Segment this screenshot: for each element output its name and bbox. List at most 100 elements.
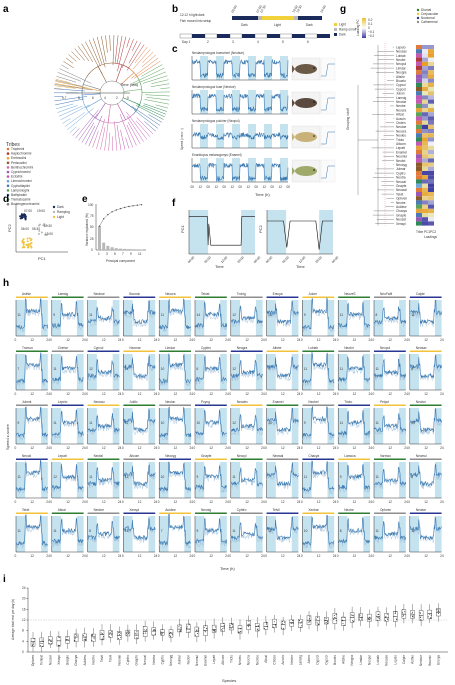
activity-label: Crepuscular <box>421 12 439 16</box>
data-point <box>161 629 163 630</box>
pc2-cell <box>428 145 434 150</box>
sample-size: 7 <box>161 529 163 533</box>
time-tick: 24 <box>154 554 158 558</box>
data-point <box>214 630 216 632</box>
time-tick: 24 <box>369 338 373 342</box>
tree-branch <box>63 61 74 69</box>
tree-branch <box>126 37 131 48</box>
tree-branch <box>136 117 154 135</box>
time-tick: 12 <box>245 338 249 342</box>
box <box>168 629 174 638</box>
svg-text:50: 50 <box>90 225 94 229</box>
scatter-point-ramp <box>43 224 46 227</box>
tree-branch <box>75 109 99 139</box>
pc1-cell <box>422 192 428 197</box>
data-point <box>258 625 259 627</box>
scatter-point-ramp <box>40 231 43 234</box>
sample-size: 12 <box>232 421 236 425</box>
heatmap-species-label: Neopul <box>396 62 406 66</box>
variance-bar <box>106 245 110 250</box>
tribe-swatch <box>6 179 10 183</box>
summary-box <box>320 91 336 115</box>
tribe-legend: Tribes TropheiniHaplochrominiEretmodiniP… <box>6 142 40 206</box>
species-label: Lobiab <box>376 655 380 665</box>
pc2-cell <box>428 166 434 171</box>
time-tick: 24 <box>333 338 337 342</box>
time-tick: 24 <box>190 446 194 450</box>
scatter-point-light <box>30 245 32 248</box>
time-tick: 12 <box>424 338 428 342</box>
mean-trace <box>123 464 156 487</box>
data-point <box>40 645 41 647</box>
svg-text:07:30: 07:30 <box>259 4 267 13</box>
mean-trace <box>194 355 228 382</box>
species-code: Ophven <box>380 508 391 512</box>
night-shade <box>291 516 299 552</box>
species-label: Neocal <box>143 655 147 665</box>
heatmap-species-label: Neotoe <box>396 100 407 104</box>
species-label: Erecya <box>436 655 440 665</box>
scatter-point-light <box>21 239 24 242</box>
time-tick: 0 <box>337 446 339 450</box>
tree-branch <box>143 103 168 112</box>
mean-trace <box>230 467 263 487</box>
data-point <box>74 638 76 640</box>
night-shade <box>302 408 312 444</box>
day-dark-block <box>217 34 230 38</box>
pc1-cell <box>422 154 428 159</box>
tree-branch <box>55 78 71 83</box>
time-scale: Time (Ma) 9.7 8 6 4 2 0 <box>62 82 139 100</box>
sample-size: 6 <box>197 367 199 371</box>
night-shade <box>87 516 97 552</box>
sample-size: 9 <box>197 475 199 479</box>
tribe-cell <box>416 82 422 87</box>
data-point <box>42 645 44 647</box>
pc2-cell <box>428 183 434 188</box>
species-code: Neocyl <box>237 454 247 458</box>
time-tick: 0 <box>122 392 124 396</box>
species-label: Neoleu <box>238 655 242 665</box>
night-shade <box>434 354 442 390</box>
activity-bar <box>159 458 191 460</box>
data-point <box>143 626 145 628</box>
heatmap-species-label: Neocyg <box>396 163 407 167</box>
activity-bar <box>123 458 156 460</box>
variance-bar <box>135 249 139 250</box>
tribe-cell <box>416 213 422 218</box>
data-point <box>83 635 84 637</box>
tribe-name: Eretmodini <box>11 156 27 160</box>
activity-swatch <box>416 12 420 16</box>
data-point <box>91 634 93 636</box>
night-shade <box>409 300 420 336</box>
species-label: Lamsig <box>298 655 302 666</box>
activity-bar <box>230 350 263 352</box>
activity-bar <box>338 458 370 460</box>
night-shade <box>409 516 420 552</box>
activity-bar <box>230 404 263 406</box>
data-point <box>57 644 59 646</box>
scatter-point-dark <box>22 214 25 217</box>
tree-branch <box>126 44 145 71</box>
species-label: Xenspi <box>57 655 61 665</box>
night-shade <box>291 462 299 498</box>
mean-trace <box>302 406 335 438</box>
heatmap-species-label: Gnaple <box>396 213 407 217</box>
activity-bar <box>374 512 406 514</box>
activity-bar <box>159 350 191 352</box>
data-point <box>309 617 310 619</box>
time-tick: 12 <box>317 338 321 342</box>
data-point <box>369 619 371 621</box>
svg-text:Ramping: Ramping <box>57 210 70 214</box>
activity-bar <box>159 404 191 406</box>
activity-bar <box>338 512 370 514</box>
time-tick: 0 <box>194 554 196 558</box>
sample-size: 9 <box>304 421 306 425</box>
sample-size: 11 <box>18 313 22 317</box>
species-code: Neohel <box>308 400 318 404</box>
svg-text:PC2: PC2 <box>258 224 263 233</box>
sample-size: 7 <box>125 313 127 317</box>
night-shade <box>200 90 208 114</box>
scatter-point-light <box>22 243 25 246</box>
